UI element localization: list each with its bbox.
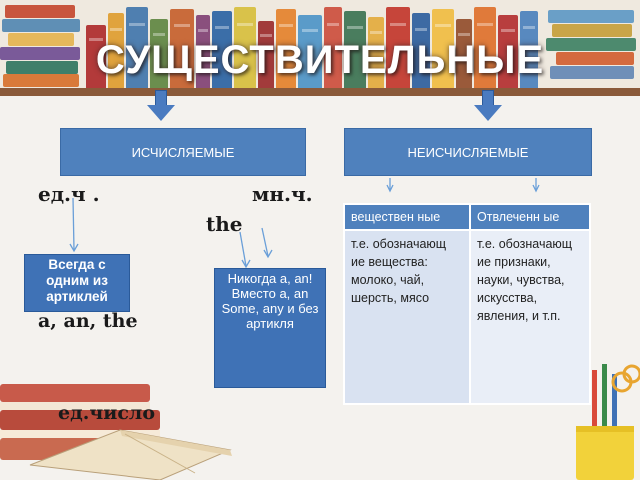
header-material: веществен ные [343, 203, 471, 231]
singular-number-label: ед.число [58, 402, 156, 424]
down-arrow-countable [147, 90, 175, 121]
down-arrow-uncountable [474, 90, 502, 121]
countable-label: ИСЧИСЛЯЕМЫЕ [131, 144, 235, 160]
uncountable-table: веществен ные Отвлеченн ые т.е. обознача… [343, 203, 591, 405]
singular-rule-text: Всегда с одним из артиклей [46, 257, 108, 304]
cell-abstract: т.е. обозначающ ие признаки, науки, чувс… [469, 229, 591, 405]
pencil-cup-illustration [576, 364, 640, 480]
singular-articles: a, an, the [38, 310, 138, 332]
uncountable-label: НЕИСЧИСЛЯЕМЫЕ [407, 144, 529, 160]
plural-rule-text: Никогда a, an! Вместо a, an Some, any и … [221, 271, 319, 331]
shelf-board [0, 88, 640, 96]
books-stack-illustration [0, 384, 232, 480]
uncountable-box: НЕИСЧИСЛЯЕМЫЕ [344, 128, 592, 176]
countable-box: ИСЧИСЛЯЕМЫЕ [60, 128, 306, 176]
plural-rule-box: Никогда a, an! Вместо a, an Some, any и … [214, 268, 326, 388]
bookshelf-illustration [0, 0, 640, 95]
page-title: СУЩЕСТВИТЕЛЬНЫЕ [95, 38, 545, 82]
the-label: the [206, 212, 243, 236]
singular-rule-box: Всегда с одним из артиклей [24, 254, 130, 312]
plural-label: мн.ч. [252, 182, 313, 206]
header-abstract: Отвлеченн ые [469, 203, 591, 231]
singular-label: ед.ч . [38, 182, 100, 206]
cell-material: т.е. обозначающ ие вещества: молоко, чай… [343, 229, 471, 405]
